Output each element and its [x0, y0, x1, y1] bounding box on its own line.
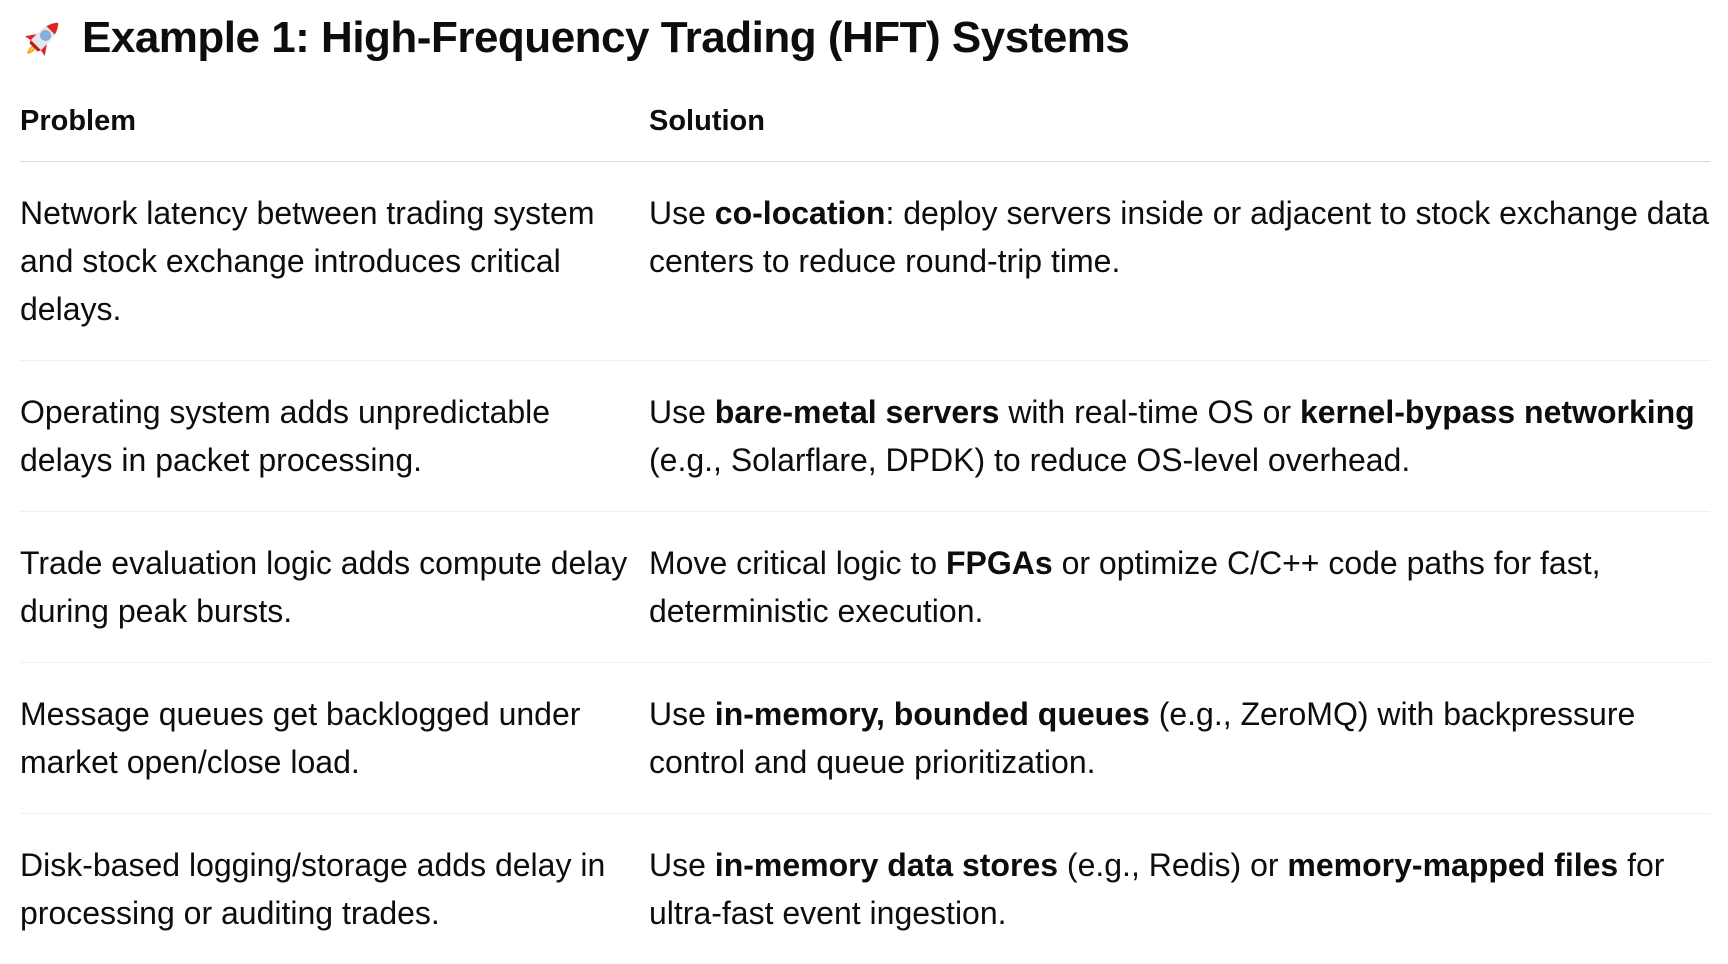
- solution-text-segment: (e.g., ZeroMQ) with backpressure control…: [649, 695, 1636, 780]
- problem-cell: Trade evaluation logic adds compute dela…: [20, 512, 649, 663]
- solution-text-segment: in-memory, bounded queues: [714, 695, 1150, 732]
- column-header-solution: Solution: [649, 97, 1710, 162]
- solution-text-segment: FPGAs: [945, 544, 1053, 581]
- solution-text-segment: in-memory data stores: [714, 846, 1059, 883]
- solution-text-segment: bare-metal servers: [714, 393, 1000, 430]
- solution-text-segment: : deploy servers inside or adjacent to s…: [649, 194, 1710, 279]
- page-title-text: Example 1: High-Frequency Trading (HFT) …: [82, 13, 1130, 62]
- solution-text-segment: (e.g., Redis) or: [1058, 846, 1288, 883]
- solution-text-segment: Use: [649, 846, 715, 883]
- solution-text-segment: with real-time OS or: [999, 393, 1300, 430]
- problem-cell: Network latency between trading system a…: [20, 162, 649, 361]
- solution-text-segment: Use: [649, 695, 715, 732]
- solution-cell: Use in-memory data stores (e.g., Redis) …: [649, 814, 1710, 964]
- solution-text-segment: co-location: [714, 194, 886, 231]
- problem-solution-table: Problem Solution Network latency between…: [20, 97, 1710, 964]
- column-header-problem: Problem: [20, 97, 649, 162]
- solution-text-segment: Use: [649, 194, 715, 231]
- problem-cell: Operating system adds unpredictable dela…: [20, 361, 649, 512]
- solution-cell: Use co-location: deploy servers inside o…: [649, 162, 1710, 361]
- solution-text-segment: Use: [649, 393, 715, 430]
- problem-cell: Disk-based logging/storage adds delay in…: [20, 846, 606, 931]
- solution-text-segment: memory-mapped files: [1287, 846, 1619, 883]
- solution-cell: Use bare-metal servers with real-time OS…: [649, 361, 1710, 512]
- solution-cell: Use in-memory, bounded queues (e.g., Zer…: [649, 663, 1710, 814]
- problem-cell: Message queues get backlogged under mark…: [20, 663, 649, 814]
- solution-text-segment: or optimize C/C++ code paths for fast, d…: [649, 544, 1601, 629]
- solution-cell: Move critical logic to FPGAs or optimize…: [649, 512, 1710, 663]
- solution-text-segment: for ultra-fast event ingestion.: [649, 846, 1665, 931]
- solution-text-segment: kernel-bypass networking: [1299, 393, 1695, 430]
- solution-text-segment: (e.g., Solarflare, DPDK) to reduce OS-le…: [649, 441, 1411, 478]
- rocket-icon: [20, 15, 66, 61]
- solution-text-segment: Move critical logic to: [649, 544, 946, 581]
- page-title: Example 1: High-Frequency Trading (HFT) …: [20, 12, 1710, 65]
